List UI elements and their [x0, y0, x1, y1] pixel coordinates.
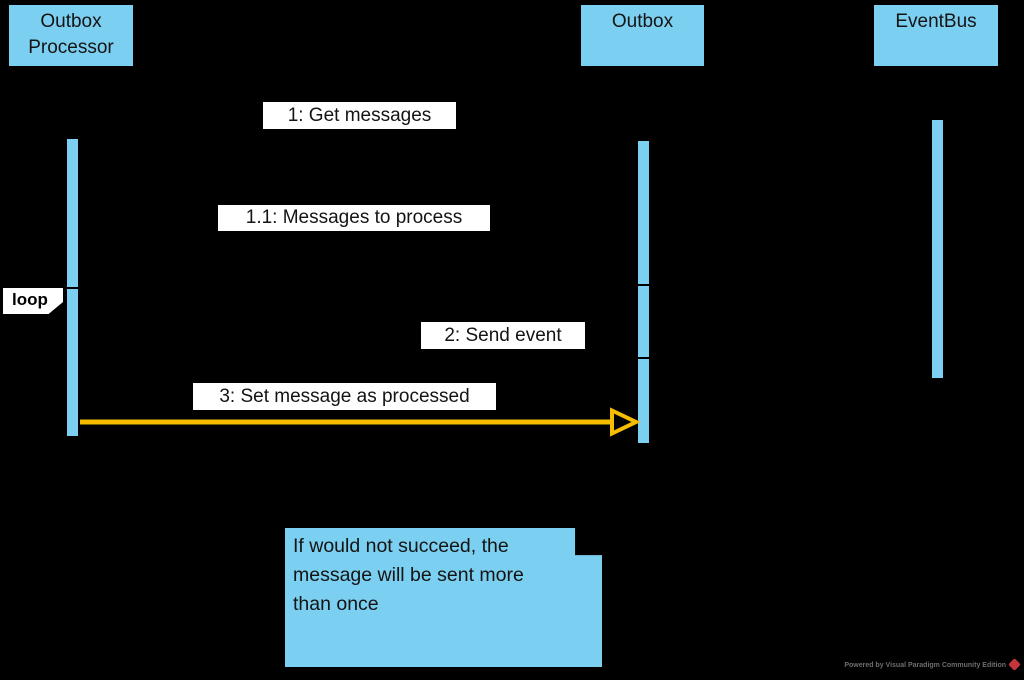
message-label-send-event: 2: Send event	[421, 322, 585, 349]
activation-bar-outbox-processor-2	[66, 288, 79, 437]
actor-label-outbox-processor: Outbox Processor	[28, 11, 114, 58]
actor-label-outbox: Outbox	[611, 11, 674, 32]
activation-bar-outbox-2	[637, 285, 650, 358]
message-label-set-message-processed: 3: Set message as processed	[193, 383, 496, 410]
note-line: message will be sent more	[293, 564, 524, 586]
visual-paradigm-logo-icon	[1008, 658, 1021, 671]
actor-box-outbox-processor: Outbox Processor	[8, 4, 134, 67]
message-label-get-messages: 1: Get messages	[263, 102, 456, 129]
yellow-arrowhead-icon	[610, 407, 641, 437]
loop-fragment-label: loop	[3, 288, 63, 314]
activation-bar-eventbus	[931, 119, 944, 379]
actor-box-eventbus: EventBus	[873, 4, 999, 67]
actor-box-outbox: Outbox	[580, 4, 705, 67]
note-line: than once	[293, 593, 379, 615]
actor-label-eventbus: EventBus	[895, 11, 977, 32]
activation-bar-outbox-1	[637, 140, 650, 285]
watermark-text: Powered by Visual Paradigm Community Edi…	[844, 662, 1006, 669]
message-label-messages-to-process: 1.1: Messages to process	[218, 205, 490, 231]
activation-bar-outbox-processor-1	[66, 138, 79, 288]
note-line: If would not succeed, the	[293, 535, 509, 557]
activation-bar-outbox-3	[637, 358, 650, 444]
note-box: If would not succeed, the message will b…	[285, 528, 602, 667]
